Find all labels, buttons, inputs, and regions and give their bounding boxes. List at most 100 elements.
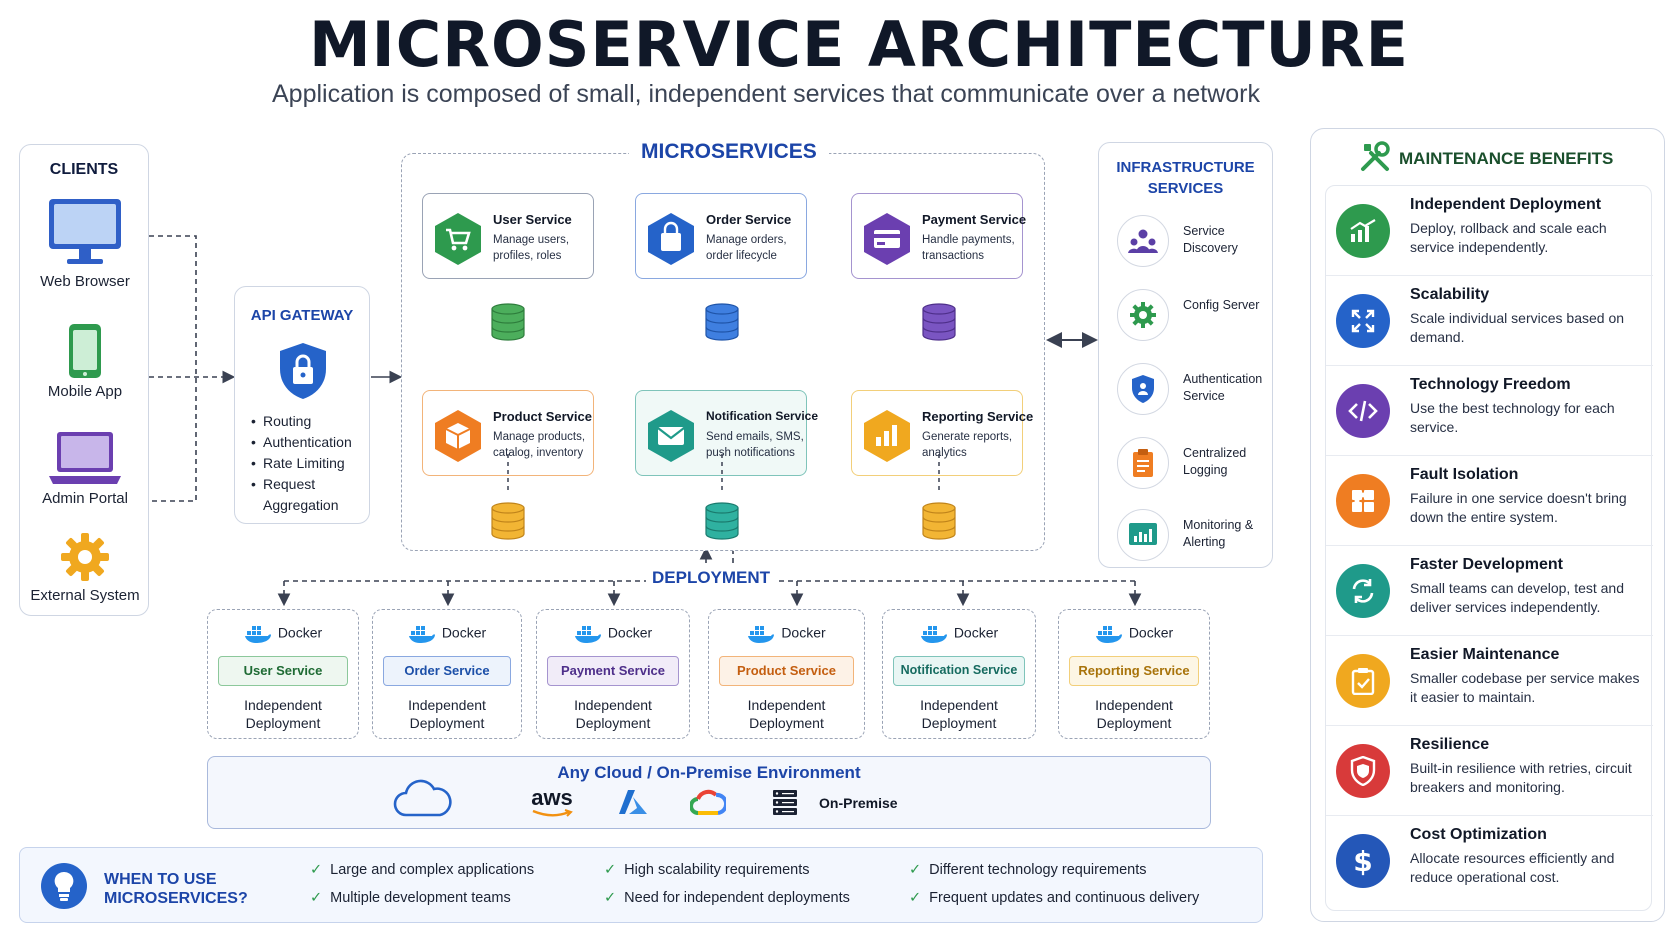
database-icon bbox=[491, 303, 525, 341]
deployment-box-order[interactable]: Docker Order Service Independent Deploym… bbox=[372, 609, 522, 739]
gateway-feature: Authentication bbox=[249, 432, 369, 453]
use-case-item: ✓Different technology requirements bbox=[909, 862, 1147, 878]
client-label: Admin Portal bbox=[42, 490, 128, 507]
dollar-icon: $ bbox=[1336, 834, 1390, 888]
service-card-reporting[interactable]: Reporting Service Generate reports, anal… bbox=[851, 390, 1033, 476]
code-icon bbox=[1336, 384, 1390, 438]
db-connector bbox=[507, 454, 509, 494]
benefit-item: Independent Deployment Deploy, rollback … bbox=[1326, 186, 1653, 276]
deployment-box-user[interactable]: Docker User Service Independent Deployme… bbox=[207, 609, 359, 739]
deployment-service-tag: Product Service bbox=[719, 656, 854, 686]
shield-icon bbox=[1117, 363, 1169, 415]
deployment-service-tag: Reporting Service bbox=[1069, 656, 1199, 686]
cart-icon bbox=[435, 213, 481, 265]
infrastructure-title: INFRASTRUCTURE SERVICES bbox=[1116, 159, 1255, 197]
benefit-desc: Smaller codebase per service makes it ea… bbox=[1410, 670, 1640, 705]
infra-centralized-logging[interactable]: Centralized Logging bbox=[1117, 437, 1277, 493]
benefit-title: Fault Isolation bbox=[1410, 466, 1519, 483]
benefit-title: Independent Deployment bbox=[1410, 196, 1602, 213]
deployment-box-product[interactable]: Docker Product Service Independent Deplo… bbox=[708, 609, 865, 739]
benefit-item: $ Cost Optimization Allocate resources e… bbox=[1326, 816, 1653, 906]
service-card-user[interactable]: User Service Manage users, profiles, rol… bbox=[422, 193, 594, 279]
infra-monitoring-alerting[interactable]: Monitoring & Alerting bbox=[1117, 509, 1277, 565]
aws-logo: aws bbox=[529, 787, 575, 819]
benefits-list: Independent Deployment Deploy, rollback … bbox=[1325, 185, 1653, 911]
db-connector bbox=[938, 454, 940, 494]
client-label: Mobile App bbox=[47, 383, 123, 400]
service-desc: Generate reports, analytics bbox=[922, 431, 1013, 459]
deployment-service-tag: Order Service bbox=[383, 656, 511, 686]
deployment-box-notification[interactable]: Docker Notification Service Independent … bbox=[882, 609, 1036, 739]
database-icon bbox=[922, 502, 956, 540]
benefit-desc: Use the best technology for each service… bbox=[1410, 400, 1615, 435]
service-card-order[interactable]: Order Service Manage orders, order lifec… bbox=[635, 193, 807, 279]
benefit-desc: Allocate resources efficiently and reduc… bbox=[1410, 850, 1615, 885]
infra-config-server[interactable]: Config Server bbox=[1117, 289, 1277, 345]
azure-logo bbox=[619, 790, 647, 814]
deployment-box-reporting[interactable]: Docker Reporting Service Independent Dep… bbox=[1058, 609, 1210, 739]
api-gateway-title: API GATEWAY bbox=[250, 307, 354, 324]
gateway-feature: Rate Limiting bbox=[249, 453, 369, 474]
benefit-item: Easier Maintenance Smaller codebase per … bbox=[1326, 636, 1653, 726]
docker-label: Docker bbox=[709, 624, 864, 644]
clipboard-icon bbox=[1117, 437, 1169, 489]
benefit-title: Cost Optimization bbox=[1410, 826, 1547, 843]
docker-icon bbox=[408, 626, 435, 643]
gateway-features: Routing Authentication Rate Limiting Req… bbox=[249, 411, 369, 516]
benefit-item: Fault Isolation Failure in one service d… bbox=[1326, 456, 1653, 546]
client-mobile-app[interactable]: Mobile App bbox=[20, 323, 150, 400]
deployment-service-tag: Payment Service bbox=[547, 656, 679, 686]
client-web-browser[interactable]: Web Browser bbox=[20, 197, 150, 290]
people-icon bbox=[1117, 215, 1169, 267]
on-premise-label: On-Premise bbox=[819, 795, 898, 811]
benefit-item: Faster Development Small teams can devel… bbox=[1326, 546, 1653, 636]
when-to-use-title: WHEN TO USE MICROSERVICES? bbox=[104, 871, 248, 907]
docker-label: Docker bbox=[208, 624, 358, 644]
docker-icon bbox=[1095, 626, 1122, 643]
infra-label: Authentication Service bbox=[1183, 372, 1263, 403]
docker-icon bbox=[244, 626, 271, 643]
service-card-notification[interactable]: Notification Service Send emails, SMS, p… bbox=[635, 390, 818, 476]
check-icon: ✓ bbox=[604, 890, 617, 906]
use-case-item: ✓High scalability requirements bbox=[604, 862, 810, 878]
gateway-feature: Request Aggregation bbox=[249, 474, 369, 516]
independent-deployment-label: Independent Deployment bbox=[574, 697, 652, 731]
independent-deployment-label: Independent Deployment bbox=[408, 697, 486, 731]
independent-deployment-label: Independent Deployment bbox=[1095, 697, 1173, 731]
db-connector bbox=[721, 454, 723, 494]
gcp-logo bbox=[690, 789, 726, 815]
phone-icon bbox=[69, 324, 101, 378]
check-icon: ✓ bbox=[604, 862, 617, 878]
docker-label: Docker bbox=[373, 624, 521, 644]
shield-icon bbox=[1336, 744, 1390, 798]
independent-deployment-label: Independent Deployment bbox=[920, 697, 998, 731]
service-card-payment[interactable]: Payment Service Handle payments, transac… bbox=[851, 193, 1026, 279]
benefit-item: Technology Freedom Use the best technolo… bbox=[1326, 366, 1653, 456]
benefit-desc: Failure in one service doesn't bring dow… bbox=[1410, 490, 1627, 525]
puzzle-icon bbox=[1336, 474, 1390, 528]
service-card-product[interactable]: Product Service Manage products, catalog… bbox=[422, 390, 594, 476]
service-name: Product Service bbox=[493, 409, 592, 424]
client-label: External System bbox=[30, 587, 140, 604]
service-desc: Send emails, SMS, push notifications bbox=[706, 431, 804, 459]
infra-label: Service Discovery bbox=[1183, 224, 1238, 255]
service-desc: Manage orders, order lifecycle bbox=[706, 234, 787, 262]
infra-authentication-service[interactable]: Authentication Service bbox=[1117, 363, 1277, 419]
growth-chart-icon bbox=[1336, 204, 1390, 258]
clipboard-check-icon bbox=[1336, 654, 1390, 708]
laptop-icon bbox=[49, 432, 121, 484]
check-icon: ✓ bbox=[310, 890, 323, 906]
service-name: User Service bbox=[493, 212, 572, 227]
benefit-desc: Small teams can develop, test and delive… bbox=[1410, 580, 1625, 615]
deployment-box-payment[interactable]: Docker Payment Service Independent Deplo… bbox=[536, 609, 690, 739]
use-case-item: ✓Multiple development teams bbox=[310, 890, 511, 906]
deployment-service-tag: Notification Service bbox=[893, 656, 1025, 686]
cloud-environment-panel: Any Cloud / On-Premise Environment aws O… bbox=[207, 756, 1211, 829]
client-admin-portal[interactable]: Admin Portal bbox=[20, 430, 150, 507]
client-external-system[interactable]: External System bbox=[20, 531, 150, 604]
service-desc: Handle payments, transactions bbox=[922, 234, 1015, 262]
infra-label: Config Server bbox=[1183, 298, 1260, 312]
infra-service-discovery[interactable]: Service Discovery bbox=[1117, 215, 1277, 271]
lock-shield-icon bbox=[280, 343, 326, 399]
bag-icon bbox=[648, 213, 694, 265]
